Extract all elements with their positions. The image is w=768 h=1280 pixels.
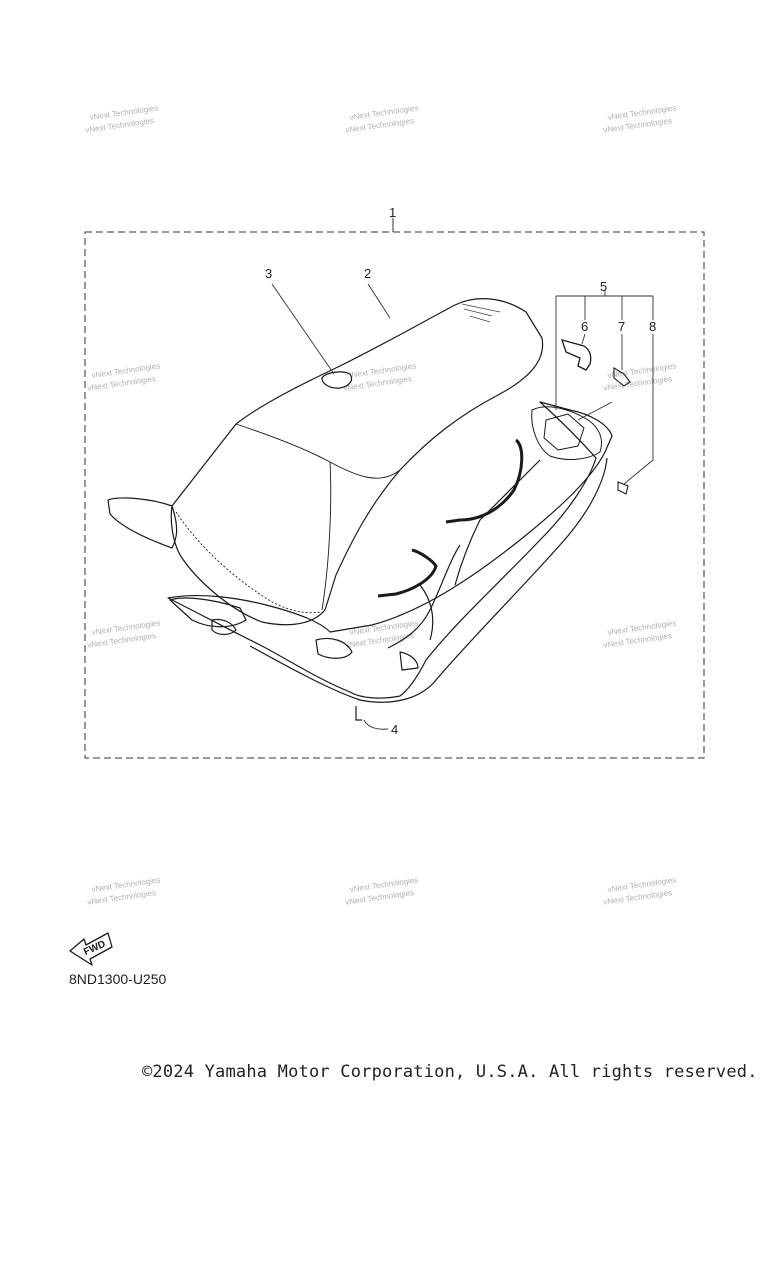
bolt-part-7 bbox=[613, 367, 631, 387]
leader-5 bbox=[555, 295, 653, 308]
leader-2 bbox=[367, 283, 391, 319]
clip-part-4 bbox=[355, 706, 362, 721]
callout-5: 5 bbox=[600, 279, 607, 294]
callout-1: 1 bbox=[389, 205, 396, 220]
strap-channel-1 bbox=[445, 438, 524, 524]
latch-housing bbox=[543, 413, 585, 451]
cushion-seam bbox=[235, 423, 401, 479]
leader-8 bbox=[623, 334, 654, 485]
underside-rib-1 bbox=[454, 459, 541, 586]
strap-channel-2 bbox=[377, 548, 438, 598]
underside-mount bbox=[315, 637, 353, 659]
callout-6: 6 bbox=[581, 319, 588, 334]
copyright-notice: ©2024 Yamaha Motor Corporation, U.S.A. A… bbox=[142, 1062, 758, 1082]
leader-lines bbox=[271, 283, 654, 730]
leader-5-latch bbox=[577, 401, 613, 421]
front-tongue bbox=[169, 597, 247, 628]
fastener-part-8 bbox=[617, 481, 629, 495]
underside-foot bbox=[211, 618, 237, 636]
emblem-part-3 bbox=[321, 371, 353, 389]
rear-hollow bbox=[531, 406, 602, 460]
callout-4: 4 bbox=[391, 722, 398, 737]
callout-7: 7 bbox=[618, 319, 625, 334]
seat-logo bbox=[461, 303, 501, 323]
leader-4 bbox=[363, 719, 389, 730]
seat-illustration bbox=[107, 298, 613, 703]
seat-cushion bbox=[170, 298, 544, 626]
callout-2: 2 bbox=[364, 266, 371, 281]
seat-base-rim bbox=[249, 457, 608, 703]
stitch-line bbox=[175, 511, 323, 614]
leader-3 bbox=[271, 283, 335, 375]
seat-base bbox=[167, 401, 613, 699]
seat-front-nose bbox=[107, 497, 178, 549]
callout-8: 8 bbox=[649, 319, 656, 334]
assembly-frame bbox=[84, 231, 705, 759]
diagram-part-code: 8ND1300-U250 bbox=[69, 971, 167, 987]
fwd-arrow-icon: FWD bbox=[69, 932, 113, 966]
underside-rib-2 bbox=[387, 544, 461, 649]
bracket-part-6 bbox=[560, 339, 592, 371]
cushion-center-line bbox=[321, 461, 332, 611]
underside-hook bbox=[399, 651, 419, 671]
leader-6 bbox=[581, 333, 586, 345]
callout-3: 3 bbox=[265, 266, 272, 281]
underside-rib-3 bbox=[419, 584, 434, 641]
